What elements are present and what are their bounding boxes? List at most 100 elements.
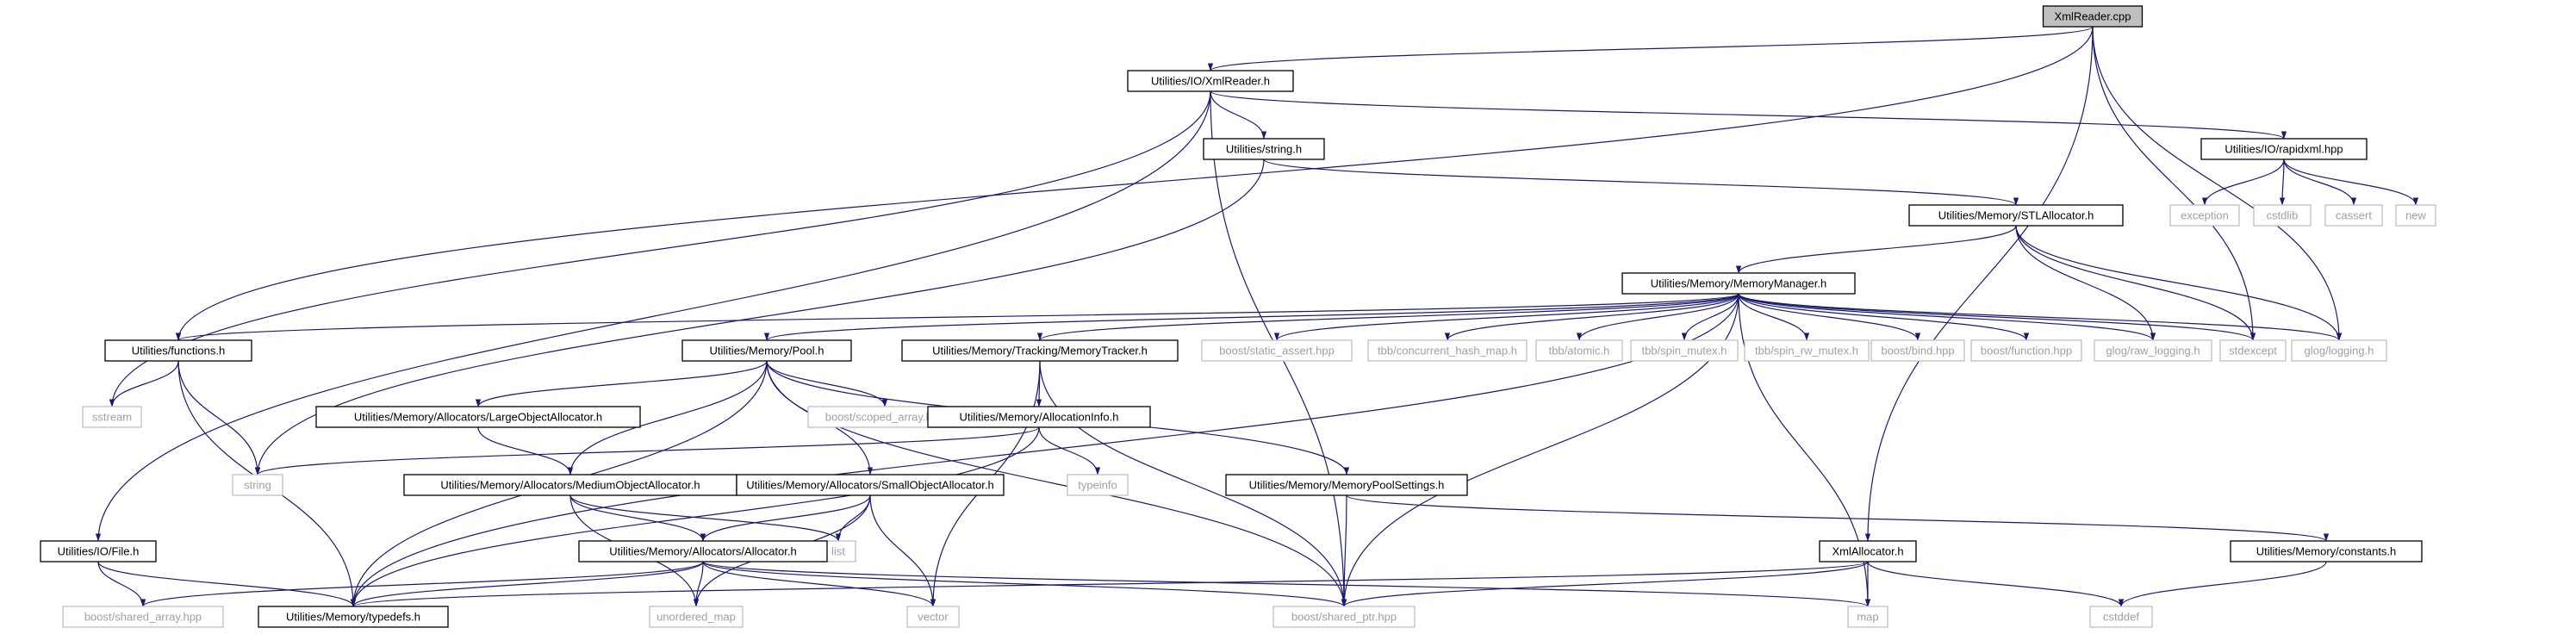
node-label: list <box>831 545 845 558</box>
include-edge <box>766 360 888 407</box>
node-label: tbb/spin_rw_mutex.h <box>1755 345 1858 357</box>
node-cstddef[interactable]: cstddef <box>2089 606 2153 628</box>
node-utilities-memory-allocators-mediumobjectallocator-h[interactable]: Utilities/Memory/Allocators/MediumObject… <box>403 474 737 496</box>
node-box <box>62 606 224 628</box>
node-box <box>232 474 283 496</box>
node-label: typeinfo <box>1078 479 1117 492</box>
include-edge <box>1037 293 1739 341</box>
node-label: Utilities/Memory/STLAllocator.h <box>1938 209 2094 222</box>
node-label: boost/scoped_array.hpp <box>825 411 945 424</box>
node-box <box>403 474 737 496</box>
node-box <box>1272 606 1416 628</box>
include-edge <box>567 360 768 476</box>
node-box <box>2324 204 2383 227</box>
node-utilities-memory-pool-h[interactable]: Utilities/Memory/Pool.h <box>681 339 852 362</box>
node-box <box>1067 474 1129 496</box>
include-edge <box>351 561 1869 607</box>
node-label: glog/raw_logging.h <box>2106 345 2200 357</box>
node-exception[interactable]: exception <box>2169 204 2240 227</box>
node-box <box>2169 204 2240 227</box>
node-utilities-io-xmlreader-h[interactable]: Utilities/IO/XmlReader.h <box>1127 70 1294 92</box>
node-box <box>649 606 744 628</box>
node-box <box>2219 339 2287 362</box>
node-stdexcept[interactable]: stdexcept <box>2219 339 2287 362</box>
node-label: boost/static_assert.hpp <box>1219 345 1335 357</box>
include-edge <box>1444 293 1739 341</box>
include-edge <box>764 293 1739 341</box>
node-label: XmlReader.cpp <box>2055 10 2131 23</box>
node-label: vector <box>918 611 949 624</box>
node-box <box>315 406 641 428</box>
include-edge <box>255 426 1040 476</box>
node-unordered-map[interactable]: unordered_map <box>649 606 744 628</box>
node-label: tbb/concurrent_hash_map.h <box>1378 345 1517 357</box>
include-edge <box>140 561 704 607</box>
node-label: glog/logging.h <box>2305 345 2374 357</box>
node-glog-logging-h[interactable]: glog/logging.h <box>2291 339 2387 362</box>
node-tbb-concurrent-hash-map-h[interactable]: tbb/concurrent_hash_map.h <box>1367 339 1528 362</box>
node-label: string <box>244 479 271 492</box>
node-typeinfo[interactable]: typeinfo <box>1067 474 1129 496</box>
include-edge <box>1341 494 1347 607</box>
node-label: XmlAllocator.h <box>1832 545 1903 558</box>
node-utilities-memory-allocators-smallobjectallocator-h[interactable]: Utilities/Memory/Allocators/SmallObjectA… <box>736 474 1005 496</box>
node-label: tbb/spin_mutex.h <box>1641 345 1727 357</box>
include-edge <box>177 360 261 476</box>
node-box <box>1908 204 2124 227</box>
node-cstdlib[interactable]: cstdlib <box>2253 204 2312 227</box>
node-vector[interactable]: vector <box>906 606 960 628</box>
node-label: cstddef <box>2103 611 2139 624</box>
node-map[interactable]: map <box>1847 606 1888 628</box>
node-xmlallocator-h[interactable]: XmlAllocator.h <box>1819 540 1917 563</box>
node-boost-shared-ptr-hpp[interactable]: boost/shared_ptr.hpp <box>1272 606 1416 628</box>
node-label: boost/shared_ptr.hpp <box>1291 611 1397 624</box>
include-edge <box>1341 561 1869 607</box>
node-boost-bind-hpp[interactable]: boost/bind.hpp <box>1870 339 1965 362</box>
node-box <box>1203 138 1325 160</box>
include-edge <box>869 494 936 607</box>
include-edge <box>2279 158 2286 206</box>
node-tbb-spin-mutex-h[interactable]: tbb/spin_mutex.h <box>1630 339 1739 362</box>
node-label: Utilities/Memory/Allocators/LargeObjectA… <box>354 411 602 424</box>
node-tbb-spin-rw-mutex-h[interactable]: tbb/spin_rw_mutex.h <box>1744 339 1870 362</box>
include-edge <box>1274 293 1739 341</box>
node-utilities-memory-stlallocator-h[interactable]: Utilities/Memory/STLAllocator.h <box>1908 204 2124 227</box>
node-utilities-io-file-h[interactable]: Utilities/IO/File.h <box>40 540 157 563</box>
include-edge <box>350 561 704 607</box>
node-box <box>258 606 449 628</box>
node-box <box>1367 339 1528 362</box>
node-utilities-memory-allocators-largeobjectallocator-h[interactable]: Utilities/Memory/Allocators/LargeObjectA… <box>315 406 641 428</box>
node-utilities-functions-h[interactable]: Utilities/functions.h <box>104 339 252 362</box>
include-edge <box>350 426 1040 607</box>
include-edge <box>97 561 146 607</box>
include-edge <box>2201 158 2285 206</box>
include-edge <box>569 494 842 542</box>
include-edge <box>475 360 768 407</box>
node-tbb-atomic-h[interactable]: tbb/atomic.h <box>1535 339 1623 362</box>
node-box <box>2230 540 2423 563</box>
node-label: Utilities/IO/File.h <box>58 545 140 558</box>
node-box <box>927 406 1151 428</box>
node-boost-shared-array-hpp[interactable]: boost/shared_array.hpp <box>62 606 224 628</box>
node-xmlreader-cpp[interactable]: XmlReader.cpp <box>2042 5 2144 28</box>
node-glog-raw-logging-h[interactable]: glog/raw_logging.h <box>2094 339 2212 362</box>
include-edge <box>97 561 357 607</box>
node-boost-static-assert-hpp[interactable]: boost/static_assert.hpp <box>1201 339 1353 362</box>
node-utilities-memory-typedefs-h[interactable]: Utilities/Memory/typedefs.h <box>258 606 449 628</box>
node-utilities-io-rapidxml-hpp[interactable]: Utilities/IO/rapidxml.hpp <box>2200 138 2368 160</box>
include-edge <box>1210 90 2287 140</box>
node-boost-function-hpp[interactable]: boost/function.hpp <box>1970 339 2082 362</box>
node-utilities-memory-allocators-allocator-h[interactable]: Utilities/Memory/Allocators/Allocator.h <box>578 540 828 563</box>
node-cassert[interactable]: cassert <box>2324 204 2383 227</box>
node-utilities-memory-constants-h[interactable]: Utilities/Memory/constants.h <box>2230 540 2423 563</box>
node-utilities-memory-tracking-memorytracker-h[interactable]: Utilities/Memory/Tracking/MemoryTracker.… <box>901 339 1179 362</box>
node-utilities-memory-memorymanager-h[interactable]: Utilities/Memory/MemoryManager.h <box>1621 272 1856 295</box>
node-utilities-memory-memorypoolsettings-h[interactable]: Utilities/Memory/MemoryPoolSettings.h <box>1225 474 1468 496</box>
node-sstream[interactable]: sstream <box>82 406 142 428</box>
node-new[interactable]: new <box>2395 204 2436 227</box>
node-box <box>1621 272 1856 295</box>
node-utilities-string-h[interactable]: Utilities/string.h <box>1203 138 1325 160</box>
node-utilities-memory-allocationinfo-h[interactable]: Utilities/Memory/AllocationInfo.h <box>927 406 1151 428</box>
node-string[interactable]: string <box>232 474 283 496</box>
